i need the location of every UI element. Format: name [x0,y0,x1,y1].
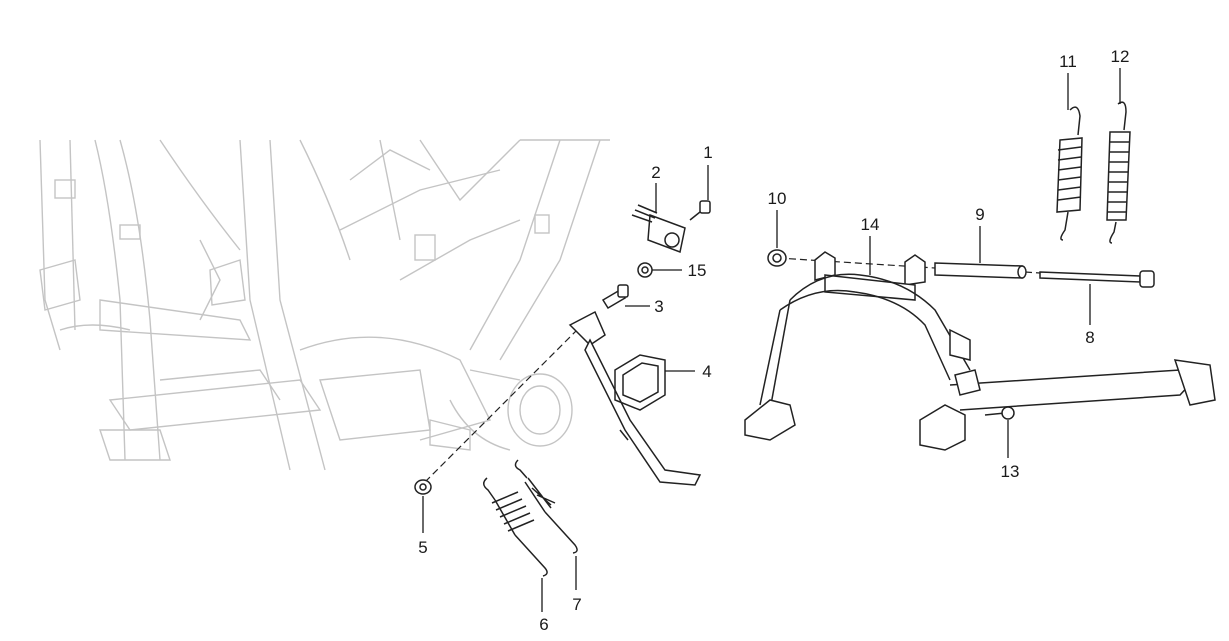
callout-12: 12 [1111,47,1130,66]
part-14-center-stand [744,251,1216,451]
part-10-nut [767,249,787,267]
callout-13: 13 [1001,462,1020,481]
callout-10: 10 [768,189,787,208]
motorcycle-frame-outline [39,139,610,471]
callout-8: 8 [1085,328,1094,347]
callout-5: 5 [418,538,427,557]
part-3-pivot-bolt [601,284,629,310]
callout-numbers: 1 2 15 3 4 5 6 7 8 9 10 14 11 12 13 [418,47,1129,634]
part-13-bolt [984,406,1015,420]
part-6-spring [483,477,548,577]
part-1-bolt [689,200,711,221]
part-11-spring [1056,106,1083,241]
callout-4: 4 [702,362,711,381]
part-5-nut [414,479,432,495]
callout-14: 14 [861,215,880,234]
part-12-spring [1106,101,1131,244]
leader-lines [422,68,1121,612]
part-4-side-stand [568,310,702,486]
callout-7: 7 [572,595,581,614]
assembly-axis-lines [424,257,1041,483]
part-2-sidestand-switch [631,204,686,254]
part-8-shaft-bolt [1039,270,1155,288]
callout-2: 2 [651,163,660,182]
callout-3: 3 [654,297,663,316]
callout-9: 9 [975,205,984,224]
part-9-sleeve [934,262,1027,279]
callout-15: 15 [688,261,707,280]
callout-1: 1 [703,143,712,162]
part-15-nut [637,262,653,278]
part-7-spring [514,459,578,554]
callout-11: 11 [1059,52,1077,71]
callout-6: 6 [539,615,548,634]
